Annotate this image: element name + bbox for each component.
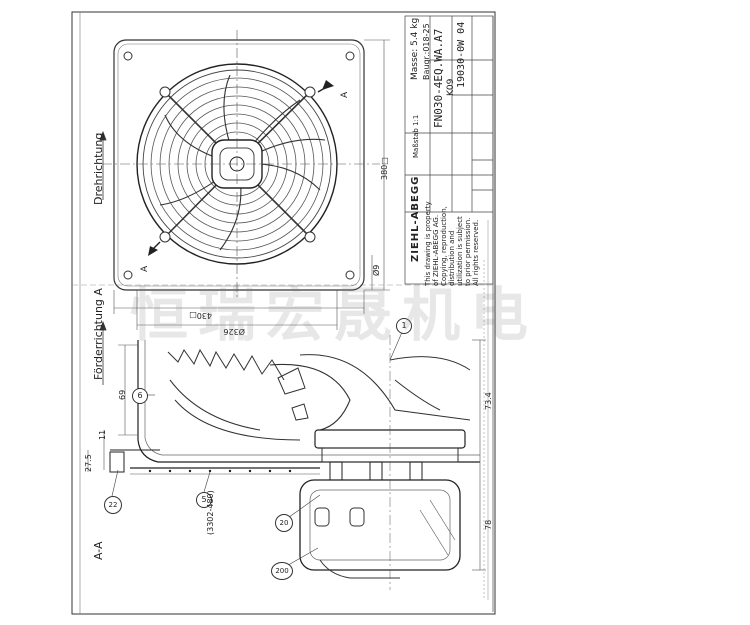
balloon-6: 6 [132,388,148,404]
dim-motor-depth: 78 [484,519,493,530]
balloon-22-label: 22 [108,501,118,509]
balloon-200: 200 [271,562,293,580]
mass: Masse: 5.4 kg [410,17,420,80]
drawing-number: 19030-0W 04 [456,21,467,88]
flow-arrow [99,320,107,385]
section-dimensions [87,339,486,571]
balloon-200-label: 200 [275,567,289,575]
product-code: FN030-4EQ.WA.A7 [432,28,445,128]
dim-depth-top: 69 [118,389,127,400]
sheet-border [71,11,496,615]
revision: K09 [446,78,456,96]
flow-label: Förderrichtung A [92,288,105,380]
fineprint-strip [483,220,489,600]
balloon-22: 22 [104,496,122,514]
balloon-1: 1 [396,318,412,334]
balloon-5: 5 [196,492,212,508]
title-block [404,15,494,612]
balloon-20-label: 20 [279,519,289,527]
date-code: Baugr.:018-25 [422,23,431,80]
watermark: 恒瑞宏晟机电 [130,281,539,349]
rotation-arrow [99,130,107,200]
balloon-6-label: 6 [137,391,143,400]
balloon-20: 20 [275,514,293,532]
dim-flange: 11 [98,429,107,440]
dim-ring-spec: (3302-480) [206,490,215,535]
front-dimensions [113,39,390,330]
dim-flange-offset: 27.5 [84,454,93,472]
company-logo: ZIEHL-ABEGG [410,175,421,262]
dim-front-height: 380□ [380,157,389,180]
dim-overall-depth: 73.4 [484,392,493,410]
balloon-5-label: 5 [201,495,207,504]
section-view [109,335,480,590]
front-view [102,30,380,300]
rotation-label: Drehrichtung [92,132,105,205]
scale: Maßstab 1:1 [412,114,420,158]
balloon-1-label: 1 [401,321,407,330]
section-label: A-A [92,541,105,560]
section-marker-top: A [340,91,350,98]
